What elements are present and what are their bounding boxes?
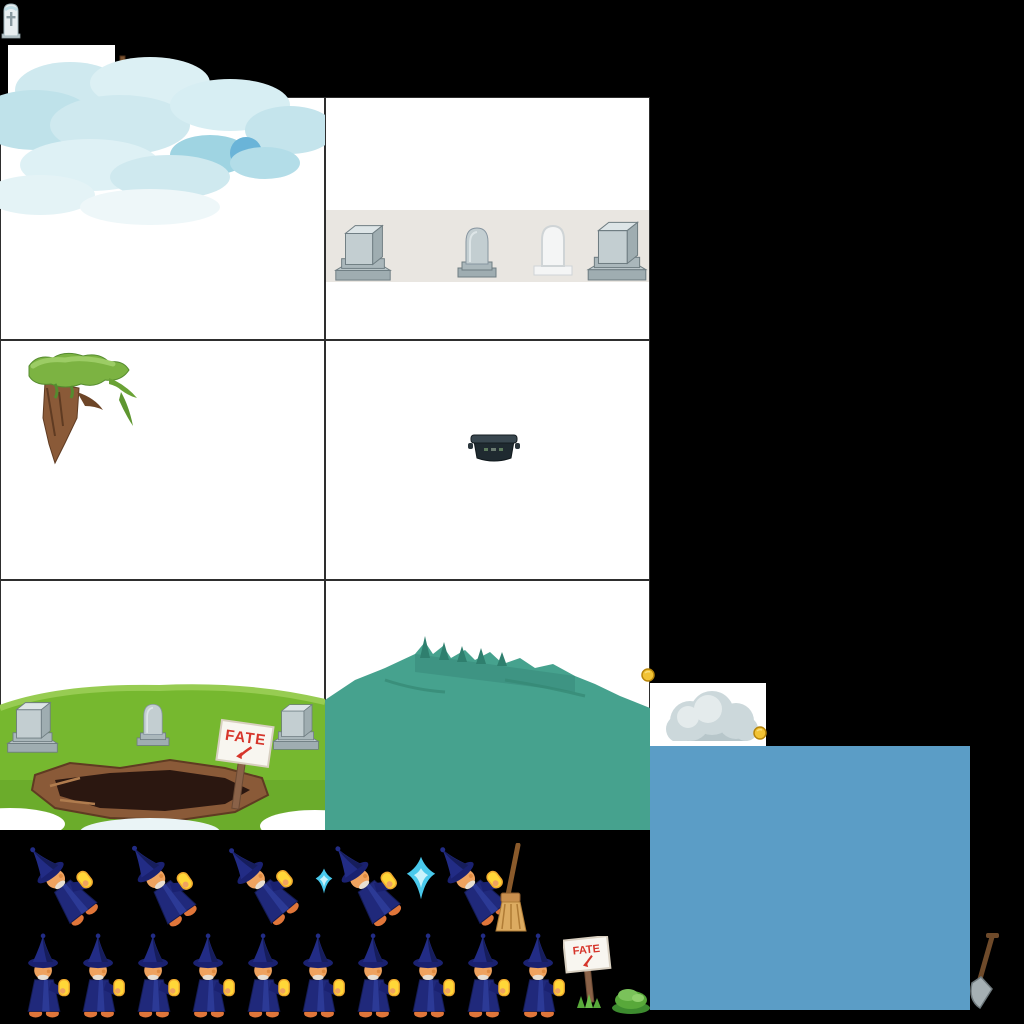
bush-sprite [610,984,652,1014]
wizard-walk-frame-2 [71,933,127,1019]
graveyard-scene: FATE [0,580,325,830]
sky-clouds-tile [0,45,325,235]
coin-top [641,668,655,682]
broom-sprite [494,843,528,933]
scene-fate-sign: FATE [215,718,275,810]
wizard-walk-frame-8 [401,933,457,1019]
wizard-walk-frame-10 [511,933,567,1019]
wizard-walk-frame-1 [16,933,72,1019]
floating-island [25,348,140,473]
wizard-walk-frame-3 [126,933,182,1019]
wizard-fly-frame-2 [118,833,202,933]
tall-gravestone-icon [1,1,21,39]
wizard-fly-frame-4 [322,833,406,933]
gravestone-outline [528,216,578,278]
wizard-fly-frame-3 [218,833,302,933]
wizard-walk-frame-7 [346,933,402,1019]
cloud-tile [650,683,766,746]
fate-sign-text-small: FATE [572,943,600,958]
gravestone-round [452,218,502,280]
gravestone-cube-1 [333,214,393,282]
water-tile [650,746,970,1010]
wizard-walk-frame-5 [236,933,292,1019]
wizard-walk-frame-6 [291,933,347,1019]
shovel-sprite [965,933,999,1013]
wizard-walk-frame-4 [181,933,237,1019]
wizard-walk-frame-9 [456,933,512,1019]
coin-bottom [753,726,767,740]
fate-sign-text-large: FATE [224,727,267,750]
cauldron-sprite [468,430,520,464]
scene-pit [30,758,270,822]
fate-sign-sprite: FATE [563,936,617,1010]
wizard-fly-frame-1 [18,833,102,933]
gravestone-cube-2 [586,210,648,282]
mountain-silhouette [325,580,650,830]
